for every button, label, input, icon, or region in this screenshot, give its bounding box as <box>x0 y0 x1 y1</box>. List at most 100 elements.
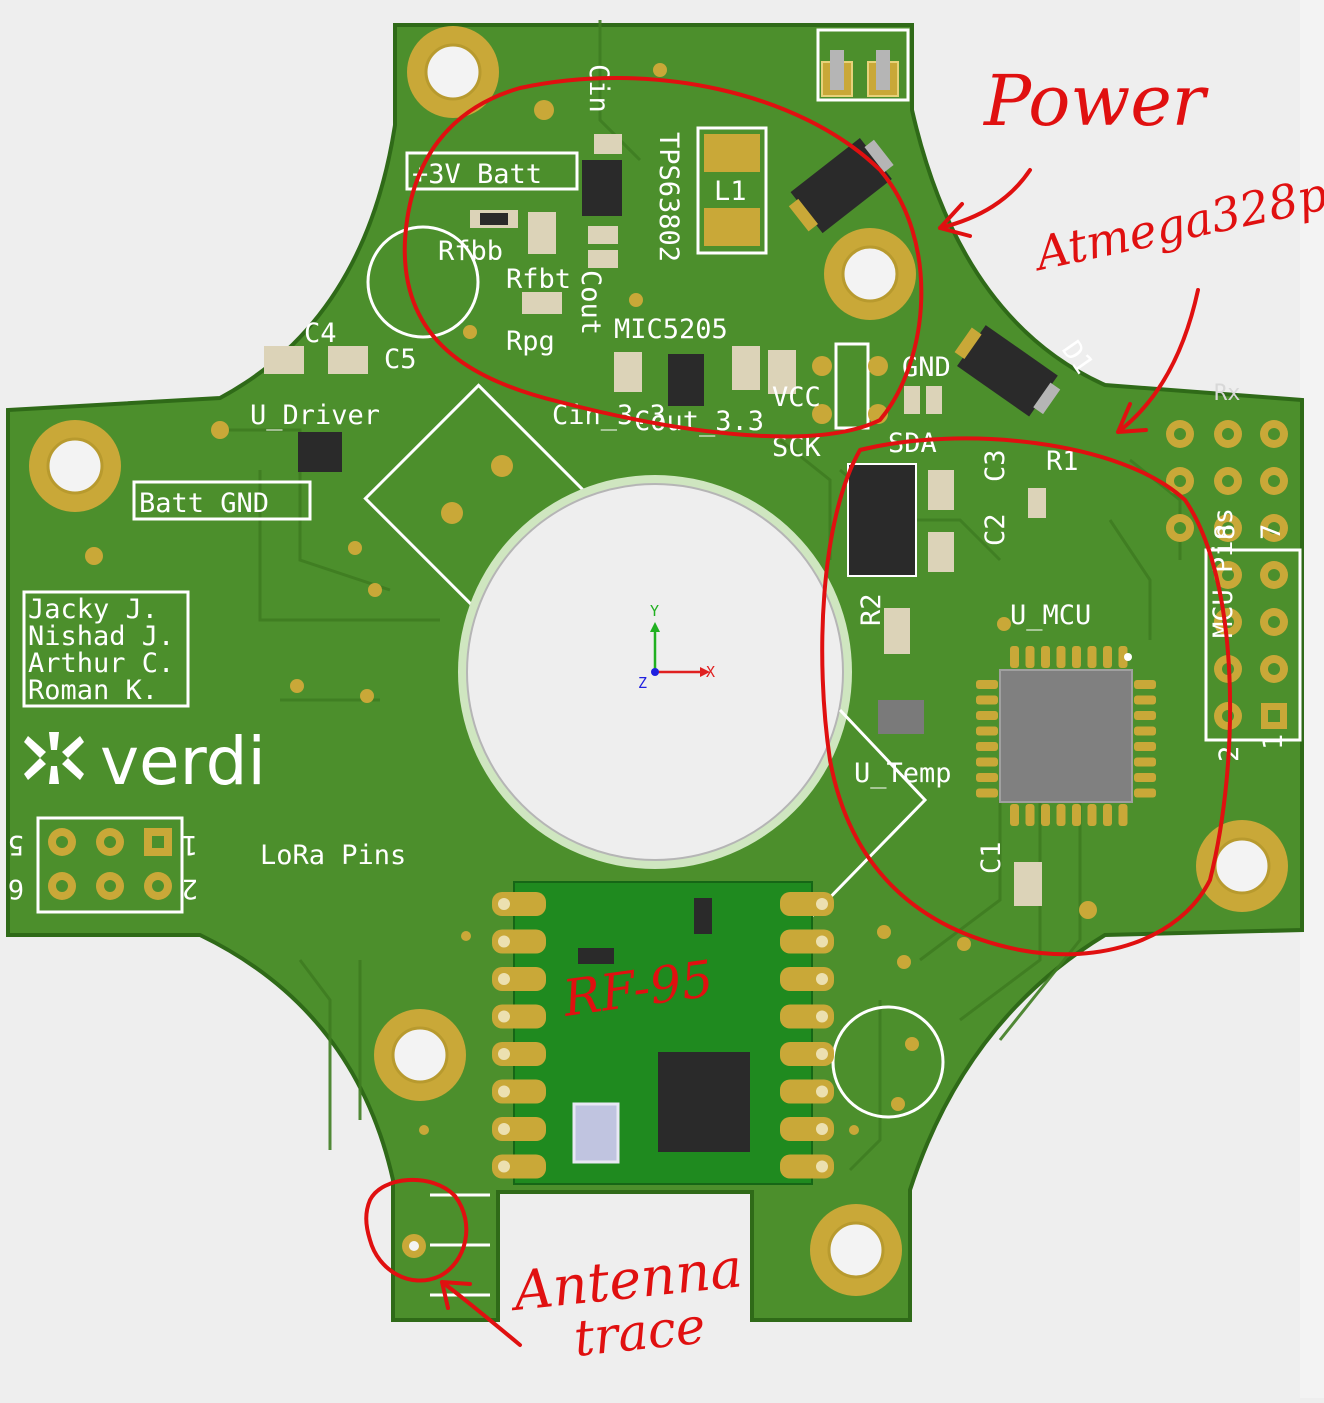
rf95-pad-hole <box>816 973 828 985</box>
rf95-pad-hole <box>816 1160 828 1173</box>
silk-batt-gnd: Batt GND <box>139 488 269 519</box>
silk-pin-1-lora: 1 <box>182 829 198 860</box>
mcu-pin <box>1072 804 1081 826</box>
mcu-pin <box>1056 804 1066 826</box>
rf95-pad <box>780 1154 834 1179</box>
rf95-pad-hole <box>498 898 510 910</box>
header-pin-hole <box>1268 475 1280 487</box>
mount-hole <box>374 1009 466 1101</box>
annotation-power: Power <box>982 60 1209 142</box>
mcu-pin <box>1041 804 1050 826</box>
silk-u-temp: U_Temp <box>854 758 952 789</box>
mcu-pin <box>1041 646 1050 668</box>
hole-outline <box>831 1005 945 1119</box>
power-components <box>264 28 1061 472</box>
silk-u-mcu: U_MCU <box>1010 600 1091 631</box>
mcu-pin <box>1134 726 1156 736</box>
silk-c2: C2 <box>980 513 1011 546</box>
mcu-header-pins <box>1166 420 1288 730</box>
rf95-pad <box>492 1042 546 1066</box>
mount-hole <box>810 1204 902 1296</box>
header-pin-hole <box>1222 522 1234 534</box>
mcu-pin <box>976 788 998 798</box>
atmega-region-circle <box>820 436 1233 957</box>
mcu-pin <box>976 773 998 782</box>
annotation-atmega: Atmega328p <box>1027 166 1324 281</box>
mcu-pin <box>1134 773 1156 782</box>
rf95-pad-hole <box>498 1123 510 1135</box>
silk-pin-7-mcu: 7 <box>1256 524 1287 540</box>
lora-pin-hole <box>152 880 164 892</box>
power-arrow <box>938 168 1032 238</box>
rf95-pad-hole <box>498 973 510 985</box>
antenna-trace-area <box>402 1193 490 1297</box>
header-pin-hole <box>1268 663 1280 675</box>
rf95-pad-hole <box>816 1010 828 1023</box>
mcu-pin <box>1025 804 1035 826</box>
header-pin-hole <box>1268 616 1280 628</box>
rf95-pad <box>780 1042 834 1066</box>
header-pin-hole <box>1222 428 1234 440</box>
annotation-trace: trace <box>571 1297 708 1368</box>
silk-c3: C3 <box>980 449 1011 482</box>
team-name: Roman K. <box>28 675 158 706</box>
header-pin-hole <box>1268 428 1280 440</box>
mcu-pin <box>1103 646 1112 668</box>
rf95-pad-hole <box>816 935 828 948</box>
rf95-pad-hole <box>498 935 510 948</box>
mcu-pin <box>1010 646 1019 668</box>
silk-c5: C5 <box>384 344 417 375</box>
silk-pin-5-lora: 5 <box>8 829 24 860</box>
rf95-pad-hole <box>816 1085 828 1098</box>
header-pin-hole <box>1174 475 1186 487</box>
silk-r2: R2 <box>856 593 887 626</box>
silk-c4: C4 <box>304 318 337 349</box>
mcu-pin <box>1134 680 1156 689</box>
rf95-pad-hole <box>816 898 828 910</box>
rf95-module <box>492 881 834 1185</box>
silk-lora-pins: LoRa Pins <box>260 840 406 871</box>
power-region-circle <box>402 76 924 439</box>
header-pin-hole <box>1268 569 1280 581</box>
silk-pin-2-lora: 2 <box>182 873 198 904</box>
header-pin-hole <box>1174 522 1186 534</box>
silk-pin-1-mcu: 1 <box>1258 734 1289 750</box>
mcu-pin <box>976 726 998 736</box>
mcu-pin <box>976 742 998 751</box>
rf95-pad <box>780 1004 834 1029</box>
rf95-pad <box>780 1079 834 1104</box>
mcu-pin <box>1134 695 1156 705</box>
antenna-arrow <box>440 1280 522 1347</box>
silk-tps63802: TPS63802 <box>653 132 684 262</box>
rf95-pad <box>492 1079 546 1104</box>
mcu-pin <box>1118 804 1128 826</box>
batt-plus-box <box>405 151 579 191</box>
mcu-pin <box>1087 804 1097 826</box>
rf95-pad <box>492 1004 546 1029</box>
rf95-pad-hole <box>498 1085 510 1098</box>
hole-outline <box>366 225 480 339</box>
mcu-pin <box>1056 646 1066 668</box>
mcu-pin <box>976 757 998 767</box>
verdi-logo-text: verdi <box>100 723 266 800</box>
rf95-pad <box>492 892 546 916</box>
rf95-pad-hole <box>498 1160 510 1173</box>
rf95-pad <box>780 929 834 954</box>
team-box <box>22 590 190 708</box>
mcu-pin <box>1072 646 1081 668</box>
antenna-circle <box>364 1177 469 1283</box>
axis-y-label: Y <box>650 602 659 620</box>
mcu-pin <box>1103 804 1112 826</box>
rf95-pad <box>492 929 546 954</box>
mcu-pin <box>1087 646 1097 668</box>
lora-pin-hole <box>104 836 116 848</box>
axis-x-label: X <box>706 663 715 681</box>
team-names: Jacky J. Nishad J. Arthur C. Roman K. <box>28 594 174 706</box>
silk-l1: L1 <box>714 176 747 207</box>
team-name: Arthur C. <box>28 648 174 679</box>
mcu-pin <box>1134 711 1156 720</box>
header-pin-hole <box>1222 569 1234 581</box>
mcu-pin <box>1010 804 1019 826</box>
silk-cout: Cout <box>575 270 606 335</box>
mcu-pin <box>976 695 998 705</box>
